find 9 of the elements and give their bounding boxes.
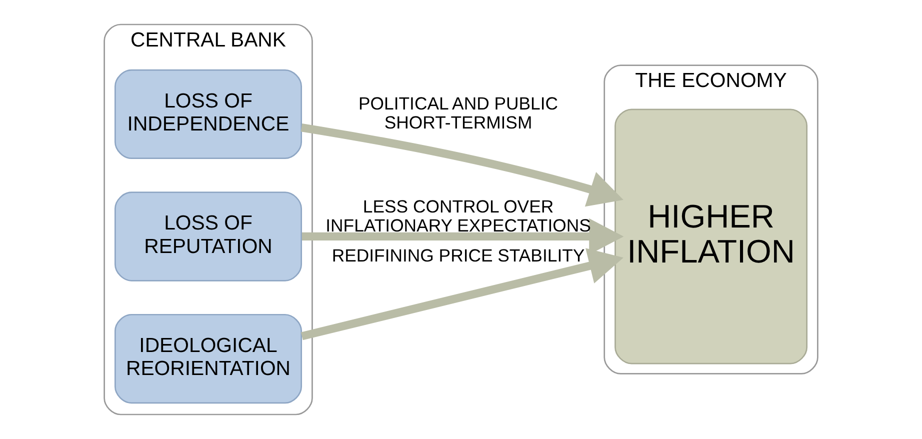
node-box: LOSS OF INDEPENDENCE [114,69,302,160]
edge-label: LESS CONTROL OVER INFLATIONARY EXPECTATIONS [326,196,591,236]
node-box: HIGHER INFLATION [614,108,808,364]
arrow [300,248,624,340]
edge-label: POLITICAL AND PUBLIC SHORT-TERMISM [358,93,558,132]
edge-label: REDIFINING PRICE STABILITY [332,245,585,266]
node-box: LOSS OF REPUTATION [114,192,302,282]
node-box: IDEOLOGICAL REORIENTATION [114,314,302,404]
arrow [300,124,624,207]
